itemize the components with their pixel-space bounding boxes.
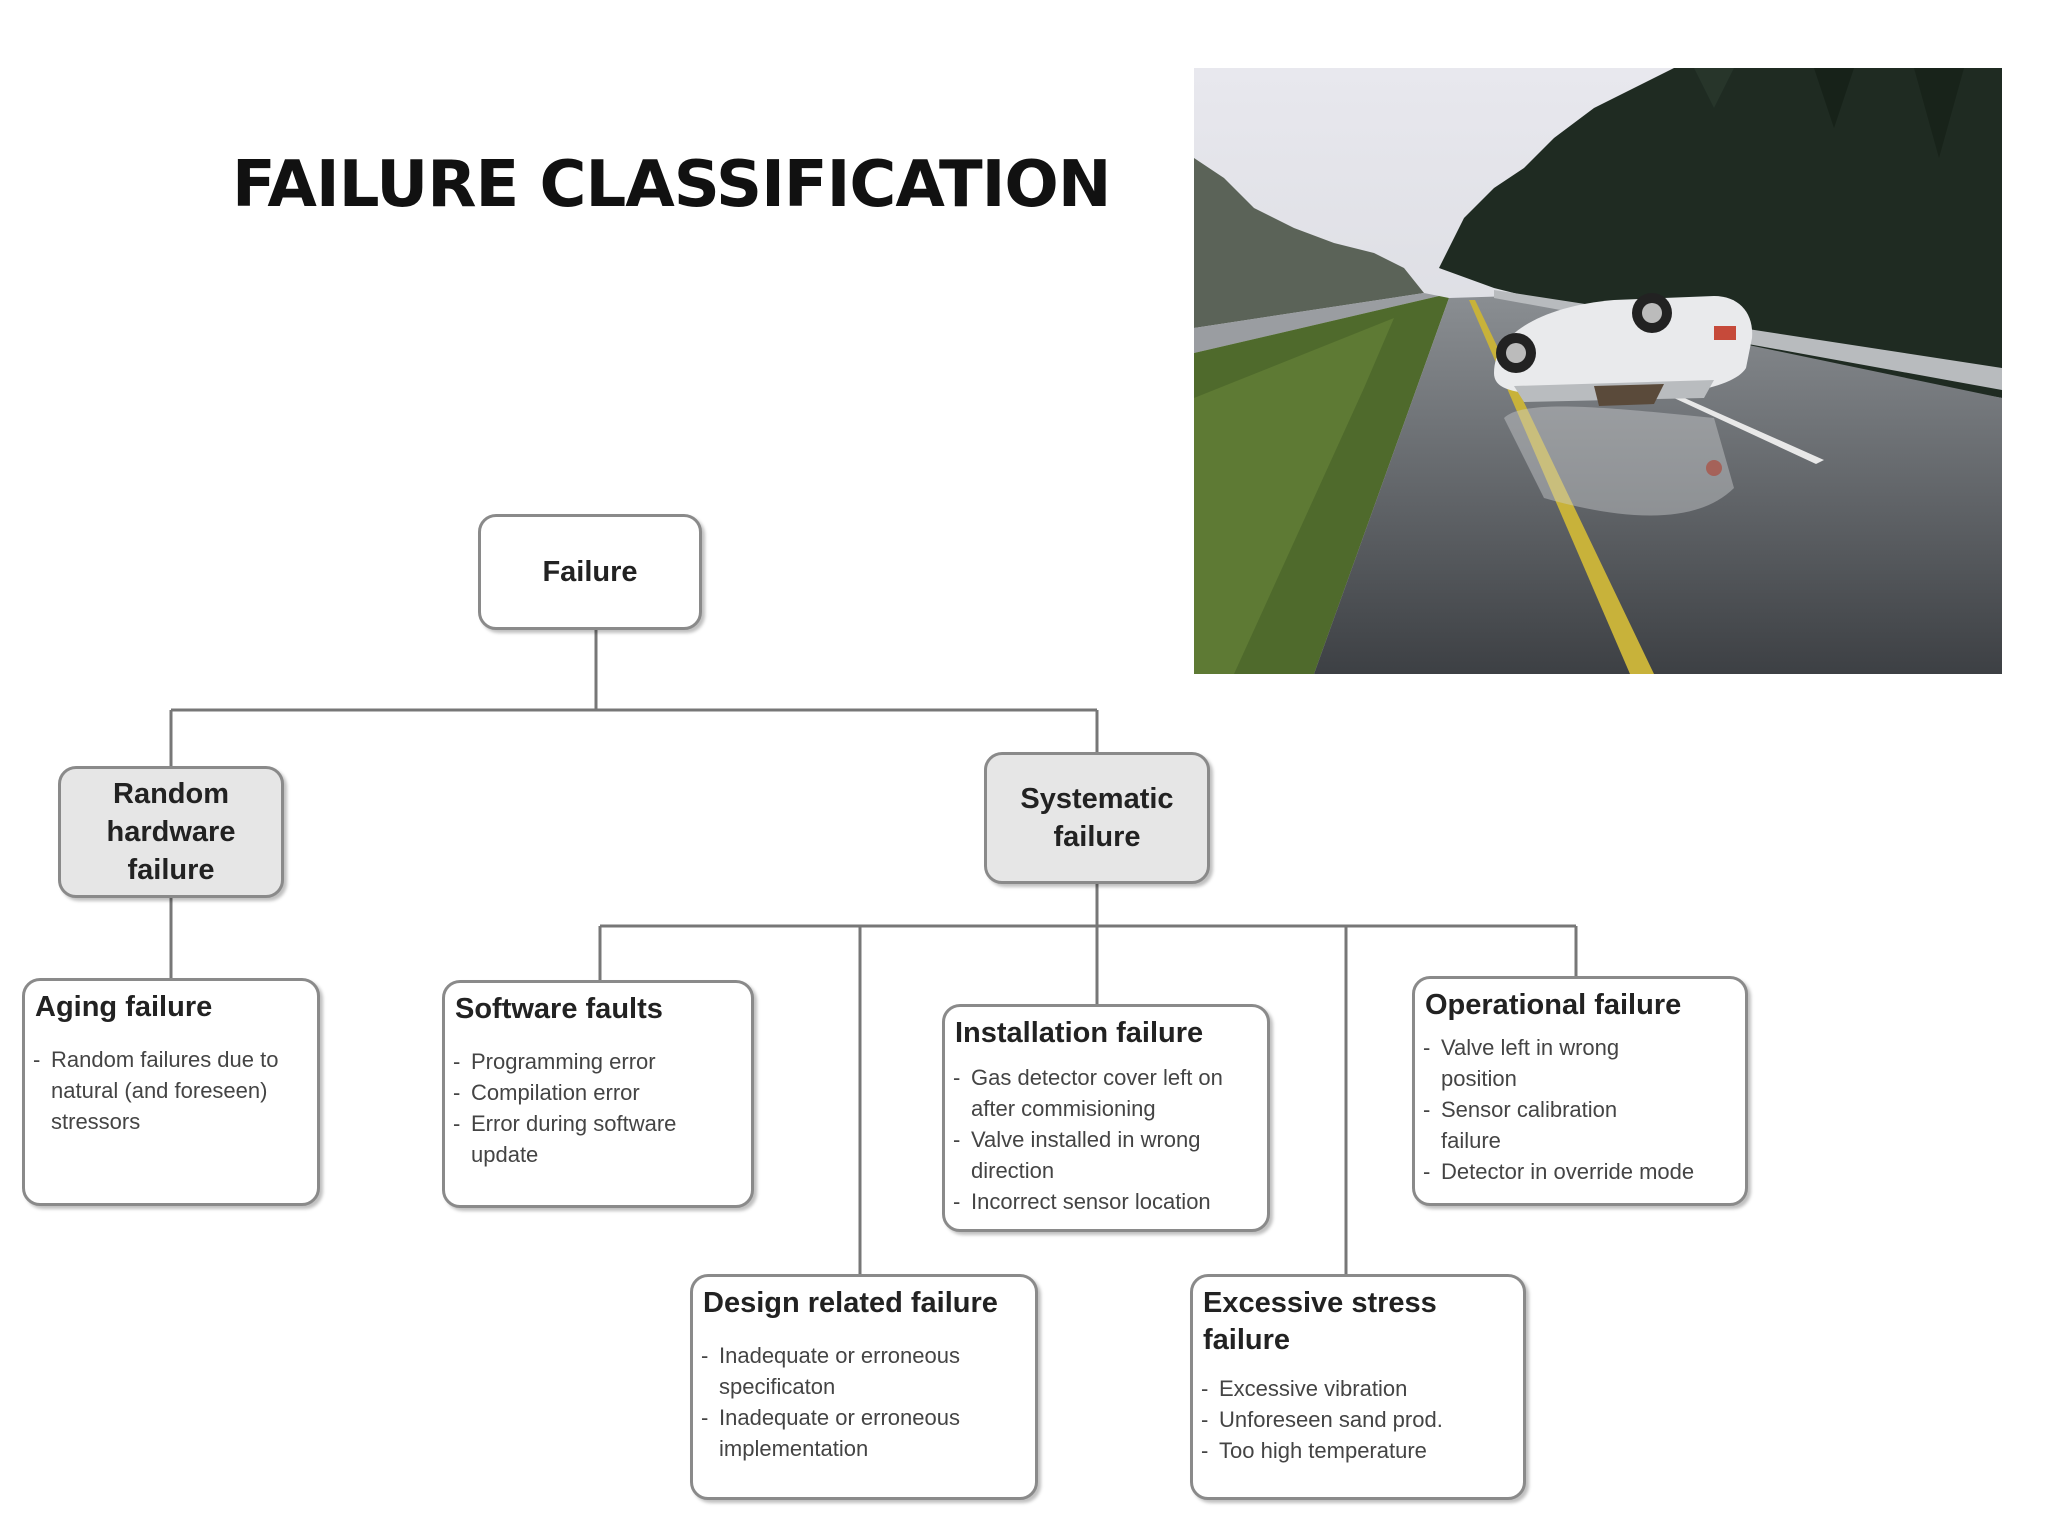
root-label: Failure: [542, 556, 638, 588]
aging-failure-title: Aging failure: [35, 991, 213, 1023]
software-faults-item: Compilation error: [445, 1077, 715, 1108]
installation-failure-item: Valve installed in wrong direction: [945, 1124, 1255, 1186]
software-faults-title: Software faults: [455, 993, 663, 1025]
excessive-stress-failure-title: Excessive stress failure: [1203, 1287, 1437, 1356]
installation-failure-item: Gas detector cover left on after commisi…: [945, 1062, 1255, 1124]
software-faults-node: Software faults Programming error Compil…: [442, 980, 754, 1208]
operational-failure-item: Sensor calibration failure: [1415, 1094, 1671, 1156]
operational-failure-item: Valve left in wrong position: [1415, 1032, 1671, 1094]
design-related-failure-item: Inadequate or erroneous implementation: [693, 1402, 1003, 1464]
failure-root-node: Failure: [478, 514, 702, 630]
aging-failure-item: Random failures due to natural (and fore…: [25, 1044, 305, 1137]
software-faults-item: Error during software update: [445, 1108, 715, 1170]
excessive-stress-failure-item: Too high temperature: [1193, 1435, 1493, 1466]
excessive-stress-failure-node: Excessive stress failure Excessive vibra…: [1190, 1274, 1526, 1500]
design-related-failure-item: Inadequate or erroneous specificaton: [693, 1340, 1003, 1402]
excessive-stress-failure-item: Unforeseen sand prod.: [1193, 1404, 1493, 1435]
installation-failure-item: Incorrect sensor location: [945, 1186, 1255, 1217]
page-title: FAILURE CLASSIFICATION: [232, 148, 1111, 222]
design-related-failure-title: Design related failure: [703, 1287, 998, 1319]
operational-failure-title: Operational failure: [1425, 989, 1682, 1021]
installation-failure-node: Installation failure Gas detector cover …: [942, 1004, 1270, 1232]
aging-failure-node: Aging failure Random failures due to nat…: [22, 978, 320, 1206]
random-hardware-failure-label: Random hardware failure: [106, 778, 236, 886]
excessive-stress-failure-item: Excessive vibration: [1193, 1373, 1493, 1404]
systematic-failure-label: Systematic failure: [1020, 783, 1174, 853]
car-crash-photo: [1194, 68, 2002, 674]
installation-failure-title: Installation failure: [955, 1017, 1204, 1049]
operational-failure-item: Detector in override mode: [1415, 1156, 1715, 1187]
systematic-failure-node: Systematic failure: [984, 752, 1210, 884]
design-related-failure-node: Design related failure Inadequate or err…: [690, 1274, 1038, 1500]
operational-failure-node: Operational failure Valve left in wrong …: [1412, 976, 1748, 1206]
software-faults-item: Programming error: [445, 1046, 715, 1077]
random-hardware-failure-node: Random hardware failure: [58, 766, 284, 898]
